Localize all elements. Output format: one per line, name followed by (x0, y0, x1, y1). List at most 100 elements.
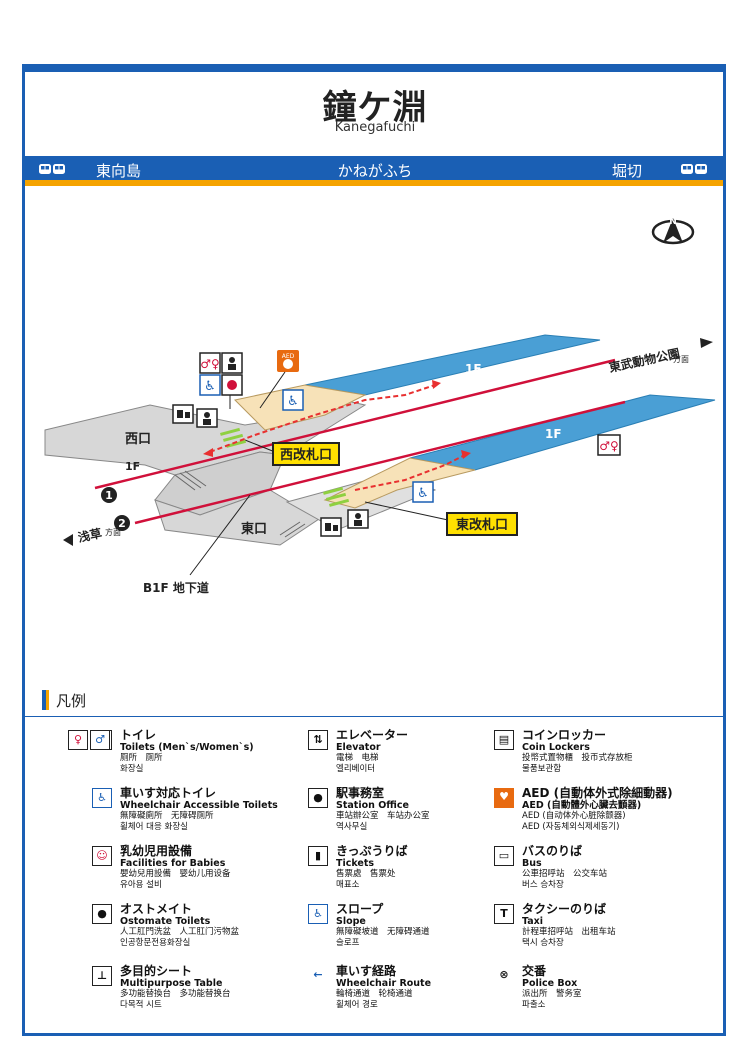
slope-icon: ♿ (308, 904, 328, 924)
train-icon-left (39, 164, 65, 174)
platform-2-floor-label: 1F (545, 427, 562, 441)
legend-item-en: AED (自動體外心臟去顫器) (522, 800, 642, 811)
train-icon-right (681, 164, 707, 174)
bus-icon: ▭ (494, 846, 514, 866)
legend-item-en: Multipurpose Table (120, 978, 223, 989)
toilet-icon (199, 352, 221, 374)
legend-item-jp: 車いす対応トイレ (120, 786, 217, 800)
legend-item-en: Coin Lockers (522, 742, 590, 753)
legend-item-zh: 車站辦公室 车站办公室 (336, 811, 430, 821)
svg-text:♂♀: ♂♀ (599, 439, 619, 453)
west-gate-label: 西改札口 (280, 447, 332, 463)
legend-item-jp: オストメイト (120, 902, 193, 916)
legend-item-en: Taxi (522, 916, 544, 927)
west-exit-label: 西口 (125, 432, 151, 447)
aed-icon-map: AED (277, 350, 299, 372)
line-strip (25, 156, 723, 180)
direction-zoo-arrow (700, 338, 713, 348)
legend-item-zh: 派出所 警务室 (522, 989, 582, 999)
legend-item-zh: 人工肛門洗盆 人工肛门污物盆 (120, 927, 240, 937)
prev-station: 東向島 (96, 162, 142, 180)
toilet-icon-east (597, 434, 621, 456)
legend-item-zh: 輪椅通道 轮椅通道 (336, 989, 413, 999)
legend-item-zh: 嬰幼兒用設備 婴幼儿用设备 (120, 869, 231, 879)
station-office-icon: ● (308, 788, 328, 808)
map-frame (22, 64, 726, 1036)
legend-item-jp: 多目的シート (120, 964, 193, 978)
legend-item-zh: 投幣式置物櫃 投币式存放柜 (522, 753, 633, 763)
legend-item-en: Tickets (336, 858, 375, 869)
legend-item-jp: スロープ (336, 902, 384, 916)
east-ticket-gates (323, 486, 350, 507)
legend-item-en: Police Box (522, 978, 578, 989)
legend-item-jp: 車いす経路 (336, 964, 397, 978)
legend-item-en: Ostomate Toilets (120, 916, 211, 927)
underpass-label: B1F 地下道 (143, 580, 209, 595)
police-box-icon: ⊗ (494, 966, 514, 986)
direction-asakusa-arrow (63, 534, 73, 546)
legend-item-ko: 매표소 (336, 880, 360, 890)
legend-item-ko: 물품보관함 (522, 764, 562, 774)
track-1-label: 1 (105, 489, 113, 502)
station-name: 鐘ケ淵 (322, 88, 428, 128)
locker-icon: ▤ (494, 730, 514, 750)
wheelchair-toilet-icon (199, 374, 221, 396)
station-romaji: Kanegafuchi (334, 120, 416, 135)
track-2-label: 2 (118, 517, 126, 530)
legend-item-ko: 역사무실 (336, 822, 368, 832)
multipurpose-table-icon: ⊥ (92, 966, 112, 986)
legend-item-zh: 公車招呼站 公交车站 (522, 869, 608, 879)
legend-item-ko: AED (자동체외식제세동기) (522, 822, 620, 832)
legend-item-ko: 버스 승차장 (522, 880, 564, 890)
platform-1 (304, 334, 601, 396)
legend-item-jp: 駅事務室 (336, 786, 385, 800)
legend-item-ko: 휠체어 대응 화장실 (120, 822, 188, 832)
platform-1-floor-label: 1F (465, 362, 482, 376)
wheelchair-route-east (354, 454, 466, 491)
legend-item-jp: バスのりば (522, 844, 583, 858)
legend-item-ko: 택시 승차장 (522, 938, 564, 948)
east-gate-label: 東改札口 (456, 517, 508, 533)
legend-item-jp: きっぷうりば (336, 844, 408, 858)
mens-toilet-icon: ♂ (90, 730, 110, 750)
line-strip-accent (25, 180, 723, 186)
legend-item-ko: 다목적 시트 (120, 1000, 162, 1010)
aed-map-label: AED (282, 353, 295, 360)
track-2-marker (114, 515, 130, 531)
legend-item-ko: 슬로프 (336, 938, 360, 948)
aed-icon: ♥ (494, 788, 514, 808)
west-facility-icons: ♂♀ ♿ (172, 352, 243, 428)
svg-text:♂♀: ♂♀ (200, 357, 220, 371)
wheelchair-toilet-icon: ♿ (92, 788, 112, 808)
direction-asakusa-suffix: 方面 (105, 527, 121, 537)
legend-item-jp: トイレ (120, 728, 157, 742)
legend-item-zh: 厕所 厕所 (120, 753, 163, 763)
wheelchair-route-west (209, 384, 436, 453)
legend-item-jp: AED (自動体外式除細動器) (522, 786, 673, 800)
legend-item-zh: 計程車招呼站 出租车站 (522, 927, 616, 937)
east-gate-tag: 東改札口 (364, 501, 518, 536)
legend-accent-blue (42, 690, 46, 710)
west-ticket-gates (220, 427, 247, 448)
legend-item-zh: AED (自动体外心脏除颤器) (522, 811, 626, 821)
legend-item-jp: 乳幼児用設備 (120, 844, 193, 858)
legend-item-ko: 인공항문전용화장실 (120, 938, 191, 948)
svg-text:♿: ♿ (204, 379, 216, 394)
svg-text:♿: ♿ (417, 486, 429, 501)
legend-divider (25, 716, 723, 717)
legend-item-ko: 휠체어 경로 (336, 1000, 378, 1010)
platform-2-ramp (323, 457, 476, 509)
underpass-stairs (174, 470, 306, 538)
top-border (22, 64, 726, 72)
legend-item-jp: コインロッカー (522, 728, 607, 742)
legend-item-zh: 無障礙坡道 无障碍通道 (336, 927, 430, 937)
track-1 (94, 358, 616, 490)
